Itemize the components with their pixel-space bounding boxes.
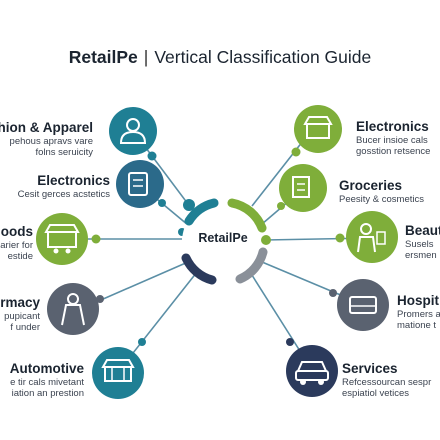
label-hospitality-sub2: matione t (397, 320, 437, 331)
label-electronics-left-sub1: Cesit gerces acstetics (17, 189, 110, 200)
page-title: RetailPe|Vertical Classification Guide (0, 47, 440, 68)
node-goods[interactable] (36, 213, 88, 265)
label-groceries: Groceries Peesity & cosmetics (339, 177, 424, 205)
dot-groceries (277, 202, 285, 210)
hub-dot-1 (183, 199, 195, 211)
title-brand: RetailPe (68, 47, 138, 67)
label-pharmacy-title: rmacy (0, 295, 40, 310)
label-electronics-right: Electronics Bucer insioe cals gosstion r… (356, 118, 430, 157)
label-fashion-sub2: folns seruicity (35, 147, 93, 158)
label-fashion-title: shion & Apparel (0, 120, 93, 135)
label-electronics-right-sub2: gosstion retsence (356, 146, 431, 157)
label-electronics-right-sub1: Bucer insioe cals (356, 135, 428, 146)
worker-icon (360, 223, 372, 235)
label-beauty: Beaut Susels ersmen (405, 222, 440, 261)
label-hospitality-sub1: Promers a (397, 309, 440, 320)
node-groceries[interactable] (279, 164, 327, 212)
label-electronics-left: Electronics Cesit gerces acstetics (18, 172, 110, 200)
hub-arc-slate (235, 247, 268, 284)
cart-icon (292, 176, 310, 198)
node-electronics-right[interactable] (294, 105, 342, 153)
dot-services (286, 338, 294, 346)
hub-arc-green (227, 198, 267, 233)
dot-goods (91, 234, 101, 244)
node-services[interactable] (286, 345, 338, 397)
dot-hospitality (329, 289, 337, 297)
label-automotive-title: Automotive (9, 361, 84, 376)
label-hospitality-title: Hospit (397, 293, 439, 308)
node-electronics-left[interactable] (116, 160, 164, 208)
label-goods: oods arier for estide (0, 223, 33, 262)
node-fashion[interactable] (109, 107, 157, 155)
label-electronics-right-title: Electronics (356, 119, 429, 134)
dot-beauty (335, 233, 345, 243)
label-hospitality: Hospit Promers a matione t (397, 292, 440, 331)
label-pharmacy-sub1: pupicant (4, 311, 40, 322)
dot-electronics-right (291, 147, 301, 157)
center-hub (181, 198, 271, 285)
label-automotive: Automotive e tir cals mivetant iation an… (10, 360, 84, 399)
label-groceries-sub1: Peesity & cosmetics (339, 194, 424, 205)
label-services-sub2: espiatiol vetices (342, 388, 410, 399)
node-pharmacy[interactable] (47, 283, 99, 335)
label-goods-title: oods (0, 224, 33, 239)
label-fashion: shion & Apparel pehous apravs vare folns… (0, 119, 93, 158)
label-pharmacy-sub2: f under (10, 322, 40, 333)
label-automotive-sub2: iation an prestion (11, 388, 84, 399)
box-icon (128, 172, 148, 196)
title-separator: | (143, 47, 149, 67)
hub-arc-teal (184, 198, 219, 226)
label-services-sub1: Refcessourcan sespr (342, 377, 432, 388)
label-fashion-sub1: pehous apravs vare (9, 136, 93, 147)
node-hospitality[interactable] (337, 279, 389, 331)
hub-dot-2 (261, 235, 271, 245)
label-groceries-title: Groceries (339, 178, 403, 193)
dot-pharmacy (96, 295, 104, 303)
title-text: Vertical Classification Guide (154, 47, 372, 67)
label-beauty-title: Beaut (405, 223, 440, 238)
label-pharmacy: rmacy pupicant f under (0, 294, 40, 333)
connector-dots (91, 147, 345, 346)
label-goods-sub1: arier for (0, 240, 33, 251)
label-beauty-sub1: Susels (405, 239, 434, 250)
hub-label: RetailPe (198, 231, 248, 245)
label-beauty-sub2: ersmen (405, 250, 437, 261)
label-services: Services Refcessourcan sespr espiatiol v… (342, 360, 431, 399)
bed-icon (349, 296, 377, 314)
hub-arc-navy (181, 253, 217, 285)
label-electronics-left-title: Electronics (37, 173, 110, 188)
node-beauty[interactable] (346, 211, 398, 263)
hub-fill (182, 200, 266, 284)
dot-electronics-left (158, 199, 166, 207)
dot-automotive (138, 338, 146, 346)
node-automotive[interactable] (92, 347, 144, 399)
label-goods-sub2: estide (7, 251, 33, 262)
dot-fashion (147, 151, 157, 161)
label-services-title: Services (342, 361, 398, 376)
label-automotive-sub1: e tir cals mivetant (10, 377, 84, 388)
